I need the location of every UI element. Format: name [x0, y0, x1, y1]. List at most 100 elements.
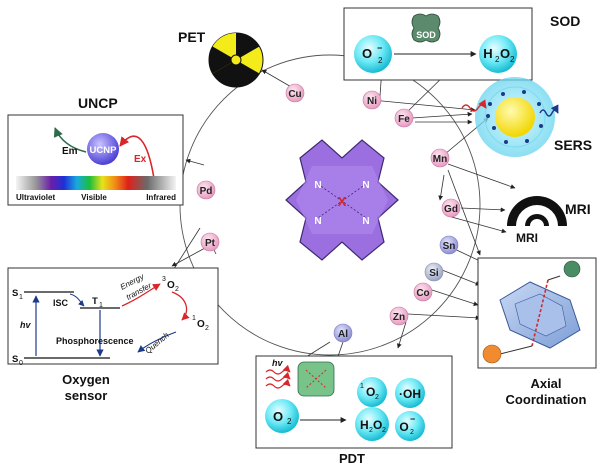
node-sn-label: Sn: [443, 241, 456, 252]
oxygen-label-2: sensor: [65, 388, 108, 403]
s0-sub: 0: [19, 360, 23, 367]
t1-sub: 1: [99, 302, 103, 309]
pet-label: PET: [178, 29, 206, 45]
sers-label: SERS: [554, 137, 592, 153]
spectrum-uv: Ultraviolet: [16, 193, 55, 202]
em-arrow: [53, 127, 87, 153]
pdt-oh: ·OH: [399, 387, 421, 401]
mri-scanner-icon: [507, 196, 567, 226]
porphyrin-n2: N: [362, 180, 369, 191]
pdt-h2o2-sub2: 2: [382, 427, 386, 434]
node-cu-label: Cu: [288, 89, 301, 100]
pdt-h2o2-bubble: [355, 407, 389, 441]
node-pd: Pd: [196, 180, 216, 200]
node-sn: Sn: [439, 235, 459, 255]
axial-label-1: Axial: [530, 376, 561, 391]
node-si: Si: [424, 262, 444, 282]
node-ni: Ni: [362, 90, 382, 110]
em-label: Em: [62, 146, 78, 157]
ucnp-label: UCNP: [90, 145, 118, 156]
pdt-hv-label: hv: [272, 358, 283, 368]
sod-product-bubble: [479, 35, 517, 73]
s1-label: S: [12, 288, 18, 299]
mri-icon-label: MRI: [516, 231, 538, 245]
node-pt-label: Pt: [205, 238, 216, 249]
ex-arrow: [119, 135, 156, 186]
sod-reactant-sub: 2: [378, 56, 383, 65]
pdt-label: PDT: [339, 451, 365, 466]
porphyrin-molecule: N N N N X: [285, 139, 399, 261]
sod-enzyme-label: SOD: [416, 30, 436, 40]
t1-label: T: [92, 296, 98, 307]
pdt-singlet-o: O: [366, 385, 375, 399]
singlet-o: O: [197, 319, 205, 330]
pdt-superoxide-o: O: [399, 420, 408, 434]
node-pt: Pt: [200, 232, 220, 252]
node-fe: Fe: [394, 108, 414, 128]
sod-reactant-charge: −: [377, 43, 382, 53]
sod-enzyme-icon: SOD: [411, 13, 441, 43]
sod-product-sub1: 2: [495, 55, 500, 64]
pdt-superoxide-charge: −: [410, 414, 415, 424]
porphyrin-n3: N: [314, 216, 321, 227]
sod-product-sub2: 2: [510, 55, 515, 64]
triplet-sub: 2: [175, 286, 179, 293]
node-co: Co: [413, 282, 433, 302]
singlet-sup: 1: [192, 315, 196, 322]
node-zn: Zn: [389, 306, 409, 326]
axial-label-2: Coordination: [506, 392, 587, 407]
node-al-label: Al: [338, 329, 348, 340]
pdt-singlet-bubble: [357, 377, 387, 407]
node-zn-label: Zn: [393, 312, 405, 323]
oxygen-label-1: Oxygen: [62, 372, 110, 387]
sod-reactant: O: [362, 46, 372, 61]
node-pd-label: Pd: [200, 186, 213, 197]
porphyrin-metal: X: [338, 194, 347, 209]
porphyrin-n1: N: [314, 180, 321, 191]
pdt-oh-bubble: [395, 378, 425, 408]
pdt-o2-bubble: [265, 399, 299, 433]
pdt-porphyrin-icon: [265, 361, 335, 397]
node-fe-label: Fe: [398, 114, 410, 125]
hv-label: hv: [20, 320, 31, 330]
pdt-singlet-sub: 2: [375, 394, 379, 401]
node-gd: Gd: [441, 198, 461, 218]
pdt-superoxide-sub: 2: [410, 429, 414, 436]
sod-reactant-bubble: [354, 35, 392, 73]
isc-label: ISC: [53, 298, 69, 308]
node-mn-label: Mn: [433, 154, 447, 165]
spectrum-bar: [16, 176, 176, 190]
element-nodes: Cu Ni Fe Mn Gd Sn Si Co Zn Al Pt Pd: [196, 83, 461, 343]
axial-molecule-icon: [482, 260, 581, 364]
ucnp-particle: [87, 133, 119, 165]
node-gd-label: Gd: [444, 204, 458, 215]
pdt-h2o2-o: O: [373, 418, 382, 432]
porphyrin-n4: N: [362, 216, 369, 227]
node-si-label: Si: [429, 268, 439, 279]
sod-product-h: H: [483, 46, 492, 61]
mri-label: MRI: [565, 201, 591, 217]
ex-label: Ex: [134, 154, 147, 165]
spectrum-ir: Infrared: [146, 193, 176, 202]
uncp-label: UNCP: [78, 95, 118, 111]
pdt-singlet-sup: 1: [360, 383, 364, 390]
pdt-superoxide-bubble: [395, 411, 425, 441]
triplet-o: O: [167, 280, 175, 291]
sers-nanoparticle-icon: [461, 77, 559, 157]
node-ni-label: Ni: [367, 96, 377, 107]
node-al: Al: [333, 323, 353, 343]
spectrum-visible: Visible: [81, 193, 107, 202]
pdt-h2o2-sub1: 2: [369, 427, 373, 434]
pdt-o2-sub: 2: [287, 417, 292, 426]
pdt-h2o2-h: H: [360, 418, 369, 432]
sod-product-o: O: [500, 46, 510, 61]
pdt-o2: O: [273, 409, 283, 424]
phosphorescence-label: Phosphorescence: [56, 336, 134, 346]
oxygen-sensor-panel: [7, 267, 219, 365]
radiation-icon: [208, 32, 264, 88]
s1-sub: 1: [19, 294, 23, 301]
singlet-sub: 2: [205, 325, 209, 332]
s0-label: S: [12, 354, 18, 365]
node-mn: Mn: [430, 148, 450, 168]
